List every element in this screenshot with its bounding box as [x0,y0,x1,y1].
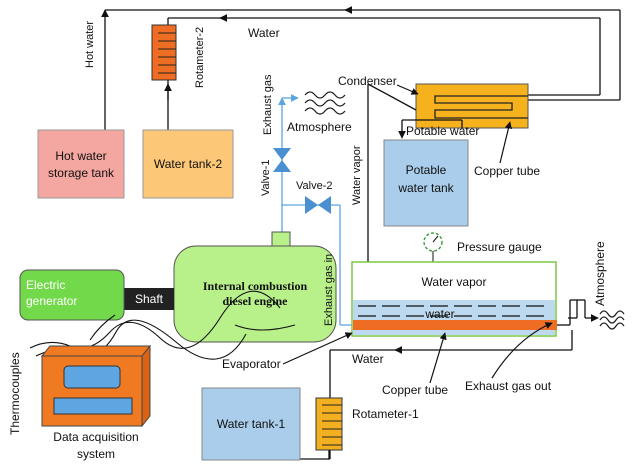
exhaust-gas-label: Exhaust gas [262,74,274,135]
valve-1-icon [273,148,291,172]
engine-label-2: diesel engine [223,294,289,308]
water-vapor-vertical-label: Water vapor [351,145,363,205]
pressure-gauge-icon [423,232,443,262]
evaporator-label: Evaporator [222,357,281,371]
shaft: Shaft [122,288,174,310]
hot-water-storage-tank: Hot water storage tank [37,129,125,199]
shaft-label: Shaft [135,292,164,306]
daq-label-2: system [77,447,115,461]
electric-generator: Electric generator [19,269,125,321]
top-water-loop [101,6,621,130]
condenser [415,83,529,129]
electric-gen-label-2: generator [26,294,77,308]
atmosphere-top-label: Atmosphere [287,120,352,134]
data-acquisition-system [40,344,152,428]
engine-label-1: Internal combustion [203,279,308,293]
water-vapor-evap-label: Water vapor [422,275,487,289]
atmosphere-top-squiggle-icon [304,91,346,115]
hot-water-label: Hot water [84,21,96,68]
rotameter-1 [315,397,343,459]
electric-gen-label-1: Electric [26,278,65,292]
exhaust-out-line [557,299,599,326]
hot-tank-label-2: storage tank [48,166,115,180]
valve1-label: Valve-1 [260,160,272,196]
evaporator [351,261,557,337]
hot-tank-label-1: Hot water [55,149,106,163]
potable-water-tank: Potable water tank [383,139,469,227]
water-bottom-label: Water [352,352,384,366]
water-tank1-label: Water tank-1 [217,417,286,431]
water-tank2-label: Water tank-2 [154,157,223,171]
copper-tube-top-label: Copper tube [474,164,540,178]
exhaust-gas-in-label: Exhaust gas in [323,254,335,326]
daq-label-1: Data acquisition [53,430,138,444]
potable-tank-label-2: water tank [397,181,454,195]
thermocouples-label: Thermocouples [8,352,22,435]
rotameter2-label: Rotameter-2 [194,27,206,88]
potable-water-label: Potable water [406,124,479,138]
condenser-label: Condenser [338,74,397,88]
pressure-gauge-label: Pressure gauge [457,240,542,254]
water-top-label: Water [248,26,280,40]
atmosphere-right-label: Atmosphere [593,241,607,306]
water-tank-1: Water tank-1 [201,387,301,461]
internal-combustion-diesel-engine: Internal combustion diesel engine [173,231,337,343]
valve2-label: Valve-2 [296,180,332,192]
water-vapor-line [367,83,417,262]
copper-tube-bottom-label: Copper tube [382,383,448,397]
potable-tank-label-1: Potable [406,163,447,177]
rotameter1-label: Rotameter-1 [352,407,419,421]
water-tank-2: Water tank-2 [142,129,234,199]
exhaust-gas-out-label: Exhaust gas out [465,379,552,393]
rotameter-2 [151,24,177,81]
water-evap-label: water [424,307,454,321]
valve-2-icon [305,196,331,214]
atmosphere-right-squiggle-icon [599,310,625,330]
potable-water-line [398,119,463,139]
